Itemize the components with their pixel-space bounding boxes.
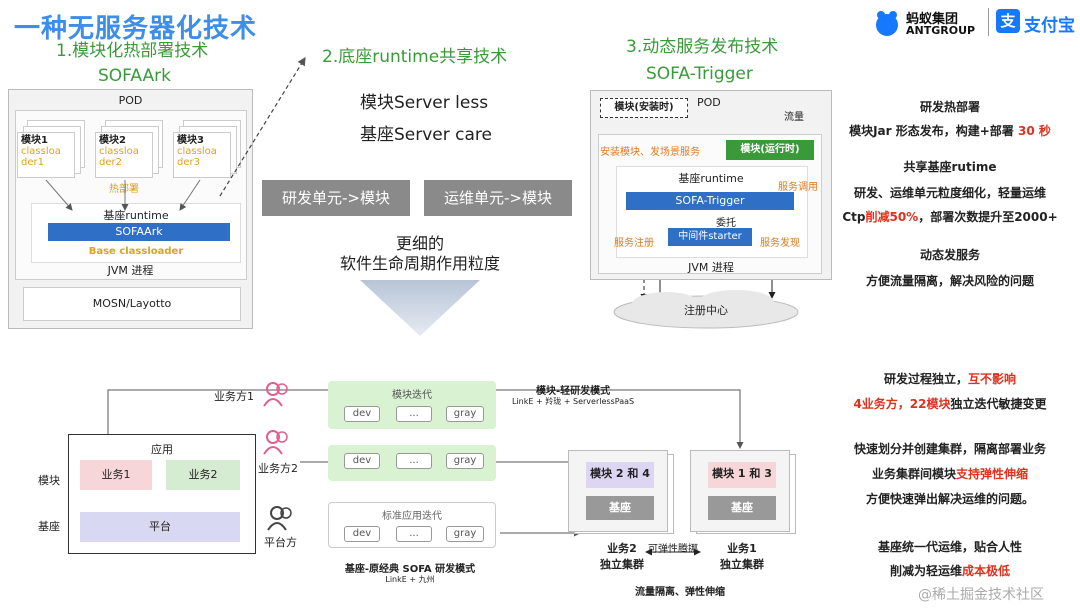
ant-logo-en: ANTGROUP bbox=[906, 24, 976, 37]
sec1-mosn-box: MOSN/Layotto bbox=[23, 287, 241, 321]
alipay-logo-icon: 支 bbox=[996, 9, 1020, 33]
rb-l6: 基座统一代运维，贴合人性 bbox=[877, 540, 1022, 554]
rb-l4: 业务集群间模块支持弹性伸缩 bbox=[871, 467, 1029, 481]
iter1-gray: gray bbox=[446, 406, 484, 422]
sec3-traffic: 流量 bbox=[784, 112, 804, 123]
sec3-install-scene: 安装模块、发场景服务 bbox=[600, 147, 700, 158]
sec1-hot-deploy: 热部署 bbox=[109, 184, 139, 195]
sec3-service-disc: 服务发现 bbox=[760, 238, 800, 249]
alipay-logo-text: 支付宝 bbox=[1024, 16, 1075, 36]
rb-l5: 方便快速弹出解决运维的问题。 bbox=[865, 492, 1034, 506]
classic-mode-sub: LinkE + 九州 bbox=[385, 575, 435, 584]
light-mode-sub: LinkE + 羚珑 + ServerlessPaaS bbox=[512, 397, 635, 406]
iter3-dev: dev bbox=[344, 526, 380, 542]
rt-l4: 方便流量隔离，解决风险的问题 bbox=[865, 274, 1034, 288]
sec3-service-call: 服务调用 bbox=[778, 182, 818, 193]
cluster1-sub: 独立集群 bbox=[720, 558, 764, 571]
sec2-title: 2.底座runtime共享技术 bbox=[322, 47, 508, 67]
module-side-label: 模块 bbox=[38, 474, 60, 487]
sec2-finer2: 软件生命周期作用粒度 bbox=[339, 254, 500, 273]
sec3-sofatrigger-bar: SOFA-Trigger bbox=[626, 192, 794, 210]
rb-l2: 4业务方，22模块独立迭代敏捷变更 bbox=[853, 397, 1047, 411]
sec1-subtitle: SOFAArk bbox=[98, 66, 171, 86]
sec3-base-runtime: 基座runtime bbox=[678, 172, 744, 185]
sec2-line1: 模块Server less bbox=[360, 93, 489, 113]
iter1-dev: dev bbox=[344, 406, 380, 422]
sec3-module-run: 模块(运行时) bbox=[726, 140, 814, 160]
sec3-title: 3.动态服务发布技术 bbox=[626, 37, 779, 57]
cluster2-sub: 独立集群 bbox=[600, 558, 644, 571]
rb-l1: 研发过程独立，互不影响 bbox=[883, 372, 1017, 386]
sec3-middleware-bar: 中间件starter bbox=[668, 228, 752, 246]
sec3-module-install: 模块(安装时) bbox=[600, 98, 688, 118]
iter2-dots: ... bbox=[396, 453, 432, 469]
biz2-user-icon bbox=[263, 430, 288, 455]
iter1-dots: ... bbox=[396, 406, 432, 422]
watermark: @稀土掘金技术社区 bbox=[918, 587, 1044, 603]
svc1-box: 业务1 bbox=[80, 460, 152, 490]
iter2-gray: gray bbox=[446, 453, 484, 469]
platform-label: 平台方 bbox=[264, 536, 297, 549]
cluster1-name: 业务1 bbox=[727, 542, 757, 555]
iter2-dev: dev bbox=[344, 453, 380, 469]
sec2-line2: 基座Server care bbox=[360, 125, 492, 145]
cluster2-name: 业务2 bbox=[607, 542, 637, 555]
rt-l1: 模块Jar 形态发布，构建+部署 30 秒 bbox=[849, 124, 1051, 138]
rt-h1: 研发热部署 bbox=[919, 100, 980, 114]
sec1-pod-label: POD bbox=[118, 94, 143, 107]
sec1-title: 1.模块化热部署技术 bbox=[56, 41, 209, 61]
light-mode: 模块-轻研发模式 bbox=[536, 386, 611, 397]
iter3-gray: gray bbox=[446, 526, 484, 542]
iter3-dots: ... bbox=[396, 526, 432, 542]
sec1-base-runtime-box: 基座runtime SOFAArk Base classloader bbox=[31, 203, 241, 263]
elastic-label: 可弹性腾挪 bbox=[648, 544, 698, 555]
std-iter-title: 标准应用迭代 bbox=[382, 511, 442, 522]
sec2-funnel-arrow bbox=[360, 280, 480, 336]
sec1-sofaark-bar: SOFAArk bbox=[48, 223, 230, 241]
classic-mode: 基座-原经典 SOFA 研发模式 bbox=[344, 564, 476, 575]
cluster1-base: 基座 bbox=[708, 496, 776, 520]
platform-box: 平台 bbox=[80, 512, 240, 542]
module-iter-title: 模块迭代 bbox=[392, 390, 432, 401]
svc2-box: 业务2 bbox=[166, 460, 240, 490]
biz2-label: 业务方2 bbox=[258, 462, 298, 475]
sec3-subtitle: SOFA-Trigger bbox=[646, 64, 753, 84]
ant-logo-cn: 蚂蚁集团 bbox=[906, 12, 959, 27]
sec2-ops-unit-button: 运维单元->模块 bbox=[424, 180, 572, 216]
sec2-rd-unit-button: 研发单元->模块 bbox=[262, 180, 410, 216]
isolation-label: 流量隔离、弹性伸缩 bbox=[635, 587, 725, 598]
app-label: 应用 bbox=[151, 443, 173, 456]
cluster1-modules: 模块 1 和 3 bbox=[708, 462, 776, 488]
sec1-base-runtime: 基座runtime bbox=[103, 209, 169, 222]
sec1-jvm: JVM 进程 bbox=[107, 264, 154, 277]
ant-group-logo: 蚂蚁集团 ANTGROUP 支 支付宝 bbox=[872, 6, 1080, 40]
rt-h3: 动态发服务 bbox=[919, 248, 980, 262]
sec2-finer1: 更细的 bbox=[395, 234, 444, 253]
cluster2-modules: 模块 2 和 4 bbox=[586, 462, 654, 488]
rb-l7: 削减为轻运维成本极低 bbox=[889, 564, 1011, 578]
rt-l2: 研发、运维单元粒度细化，轻量运维 bbox=[853, 186, 1046, 200]
rb-l3: 快速划分并创建集群，隔离部署业务 bbox=[853, 442, 1046, 456]
base-side-label: 基座 bbox=[38, 520, 60, 533]
sec3-registry: 注册中心 bbox=[684, 304, 728, 317]
sec3-service-reg: 服务注册 bbox=[614, 238, 654, 249]
sec3-jvm: JVM 进程 bbox=[688, 261, 734, 274]
platform-user-icon bbox=[267, 506, 292, 531]
page-title: 一种无服务器化技术 bbox=[14, 14, 258, 44]
ant-logo-icon bbox=[876, 11, 898, 36]
registry-cloud-icon bbox=[613, 290, 799, 329]
cluster2-base: 基座 bbox=[586, 496, 654, 520]
sec3-delegate: 委托 bbox=[716, 218, 736, 229]
sec3-pod-label: POD bbox=[697, 96, 721, 109]
biz1-label: 业务方1 bbox=[214, 390, 254, 403]
rt-l3: Ctp削减50%，部署次数提升至2000+ bbox=[842, 210, 1058, 224]
biz1-user-icon bbox=[263, 382, 288, 407]
sec1-base-classloader: Base classloader bbox=[88, 246, 184, 257]
rt-h2: 共享基座rutime bbox=[903, 160, 997, 174]
